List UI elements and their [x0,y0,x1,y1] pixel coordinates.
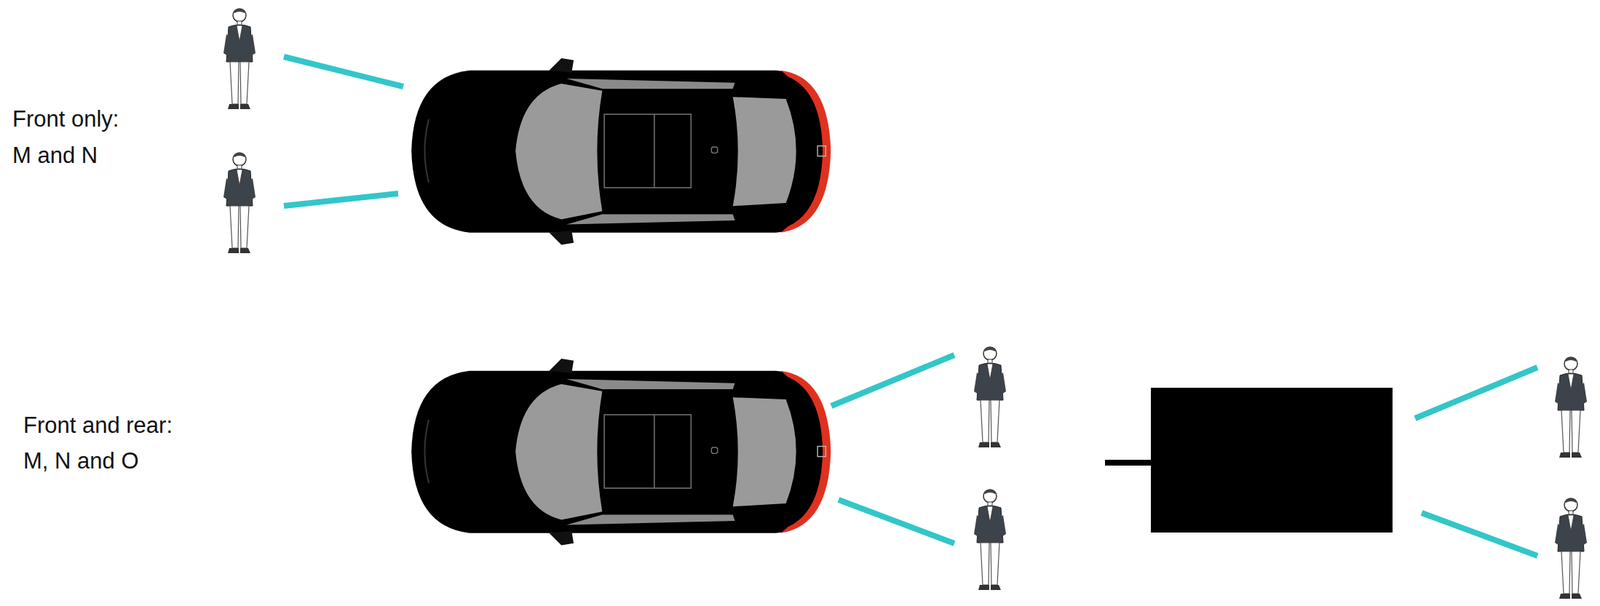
person [973,489,1007,591]
panel-label: Front and rear: [23,412,173,439]
person [223,8,256,110]
panel-label: M and N [12,142,98,169]
panel-label: M, N and O [23,448,140,475]
person [973,347,1007,448]
car-bottom [411,358,831,546]
sight-lines [283,56,1538,557]
person [1554,498,1587,600]
car-top [411,58,831,246]
panel-label: Front only: [12,106,119,133]
person [1554,357,1587,458]
person [223,152,256,254]
trailer-block [1150,387,1393,533]
tow-bar [1105,460,1153,466]
